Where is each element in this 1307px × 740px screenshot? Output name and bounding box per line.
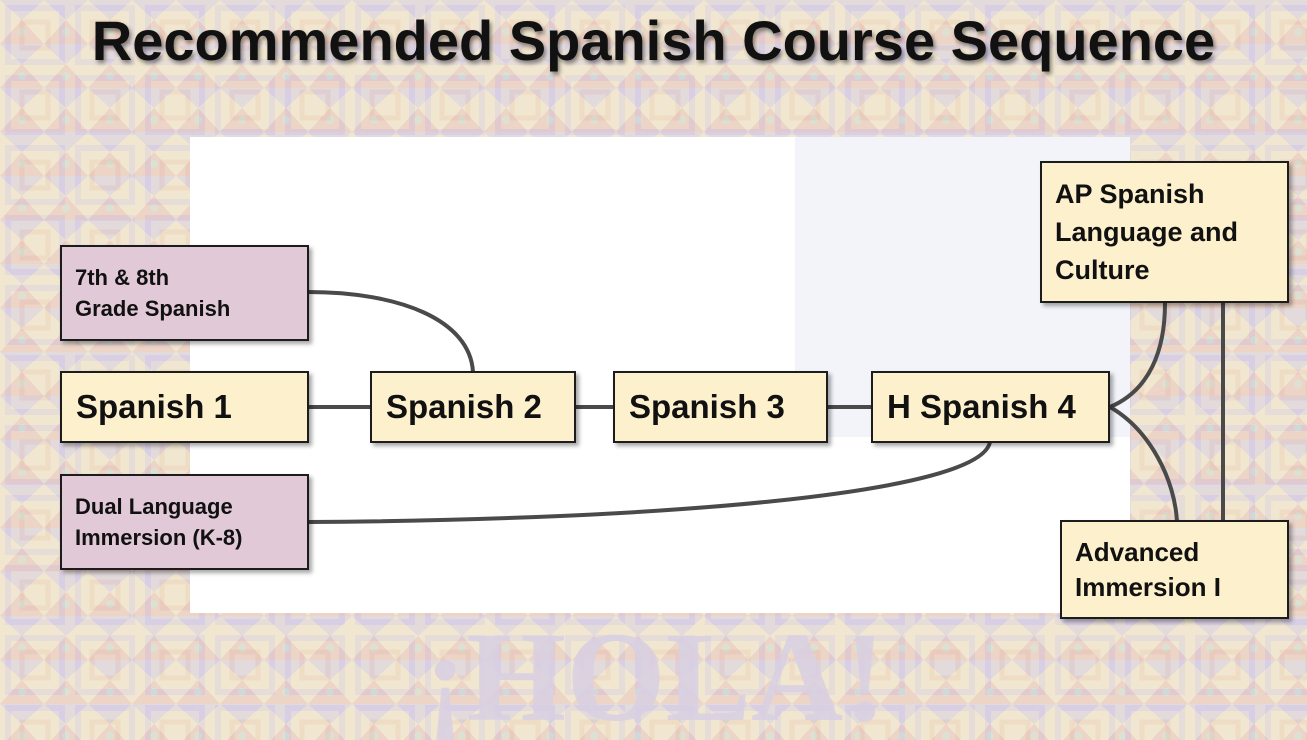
node-spanish-1: Spanish 1: [60, 371, 309, 443]
node-advanced-immersion-1: Advanced Immersion I: [1060, 520, 1289, 619]
node-label: Spanish 1: [76, 388, 232, 425]
connector-dual-hspanish4: [307, 441, 992, 524]
node-label: Spanish 2: [386, 388, 542, 425]
node-h-spanish-4: H Spanish 4: [871, 371, 1110, 443]
node-spanish-2: Spanish 2: [370, 371, 576, 443]
node-grade-7-8-spanish: 7th & 8th Grade Spanish: [60, 245, 309, 341]
hola-watermark: ¡HOLA!: [424, 606, 886, 740]
connector-hspanish4-adv: [1109, 405, 1179, 523]
connector-hspanish4-ap: [1109, 302, 1167, 409]
connector-grade78-spanish2: [307, 290, 475, 373]
node-label: Dual Language Immersion (K-8): [75, 494, 243, 550]
node-spanish-3: Spanish 3: [613, 371, 828, 443]
node-ap-spanish-language-culture: AP Spanish Language and Culture: [1040, 161, 1289, 303]
node-label: Advanced Immersion I: [1075, 536, 1221, 602]
node-label: H Spanish 4: [887, 388, 1076, 425]
node-dual-language-immersion: Dual Language Immersion (K-8): [60, 474, 309, 570]
node-label: 7th & 8th Grade Spanish: [75, 265, 231, 321]
page-title: Recommended Spanish Course Sequence: [91, 9, 1216, 72]
node-label: Spanish 3: [629, 388, 785, 425]
node-label: AP Spanish Language and Culture: [1055, 179, 1239, 285]
